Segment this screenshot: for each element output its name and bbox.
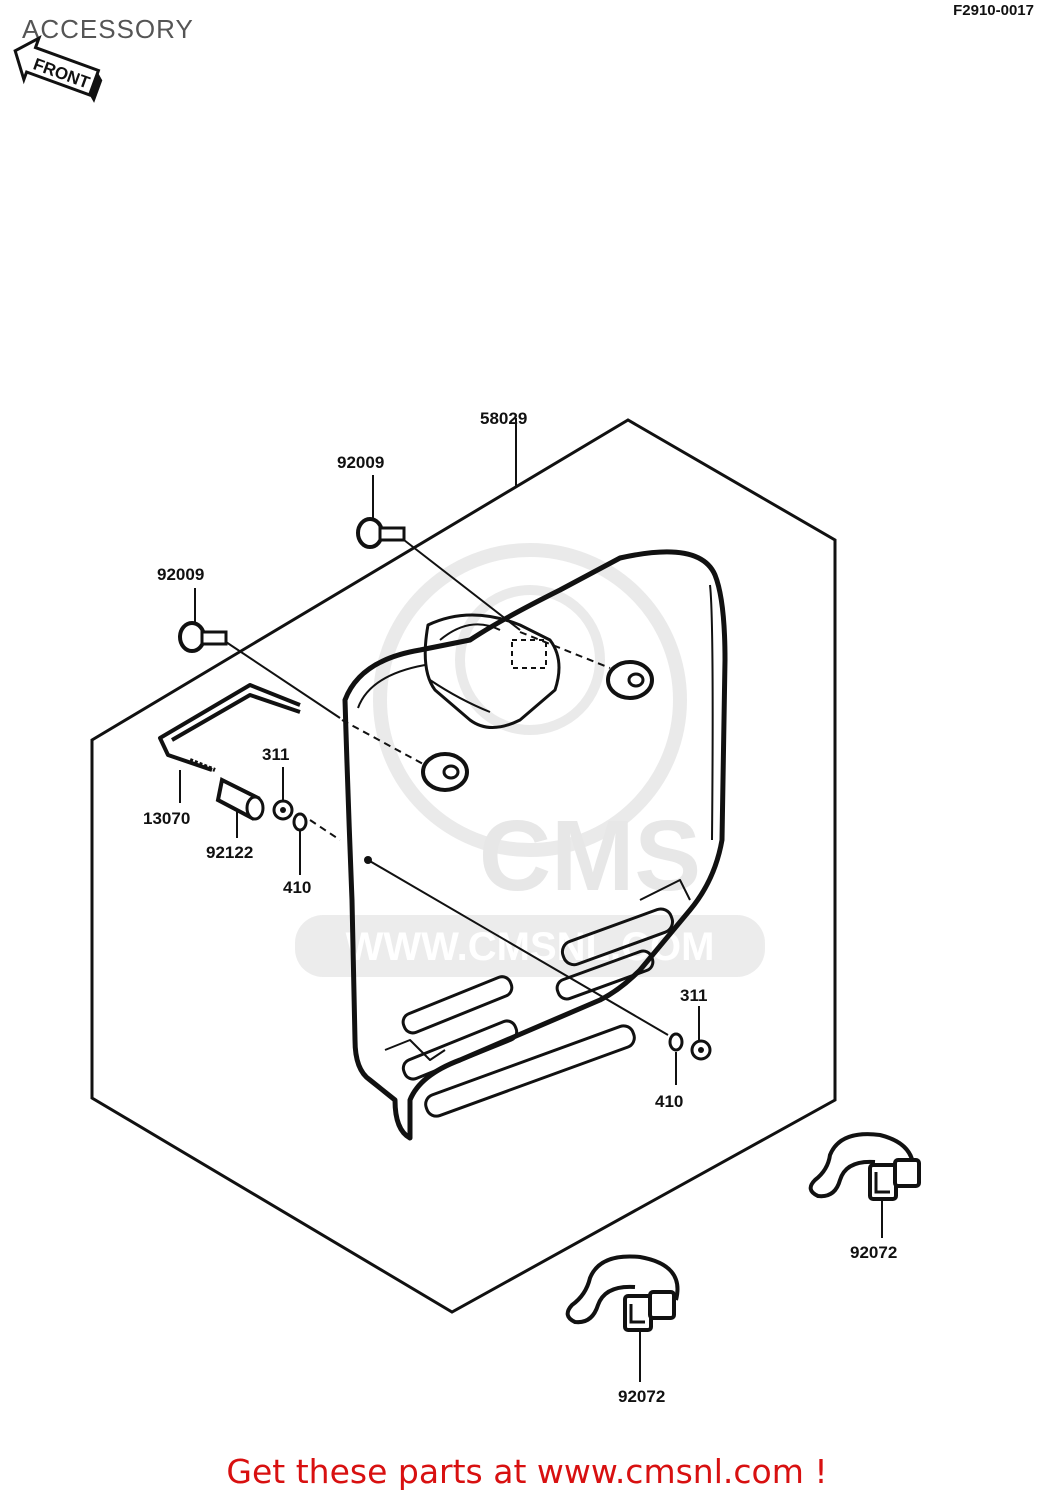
label-92072-bottom: 92072 <box>618 1387 665 1406</box>
label-92072-right: 92072 <box>850 1243 897 1262</box>
assembly-lines <box>179 418 883 1382</box>
label-92009-left: 92009 <box>157 565 204 584</box>
watermark-brand: CMS <box>479 800 701 912</box>
band-clamp-bottom-icon <box>565 1254 680 1332</box>
diagram-title: ACCESSORY <box>22 14 194 44</box>
label-311-right: 311 <box>680 986 707 1005</box>
label-92122: 92122 <box>206 843 253 862</box>
band-clamp-right-icon <box>808 1132 921 1201</box>
nut-left-icon <box>272 799 294 821</box>
label-58029: 58029 <box>480 409 527 428</box>
label-92009-top: 92009 <box>337 453 384 472</box>
label-13070: 13070 <box>143 809 190 828</box>
grommet-upper-icon <box>606 660 654 700</box>
number-plate <box>342 549 728 1141</box>
footer-link[interactable]: Get these parts at www.cmsnl.com ! <box>226 1452 828 1491</box>
bolt-upper-icon <box>356 517 406 549</box>
mounting-hole <box>364 856 372 864</box>
collar-icon <box>215 777 265 821</box>
grommet-lower-icon <box>421 752 469 792</box>
assembly-outline <box>90 418 837 1314</box>
hidden-nut-detail <box>511 639 547 669</box>
label-311-left: 311 <box>262 745 289 764</box>
label-410-left: 410 <box>283 878 311 897</box>
l-rod-icon <box>158 683 301 772</box>
bolt-left-icon <box>178 621 228 653</box>
watermark: CMS WWW.CMSNL.COM <box>295 543 765 977</box>
nut-right-icon <box>690 1039 712 1061</box>
washer-right-icon <box>668 1032 684 1052</box>
diagram-code: F2910-0017 <box>953 2 1034 19</box>
label-410-right: 410 <box>655 1092 683 1111</box>
front-arrow-icon: FRONT <box>13 34 103 103</box>
washer-left-icon <box>292 812 308 832</box>
